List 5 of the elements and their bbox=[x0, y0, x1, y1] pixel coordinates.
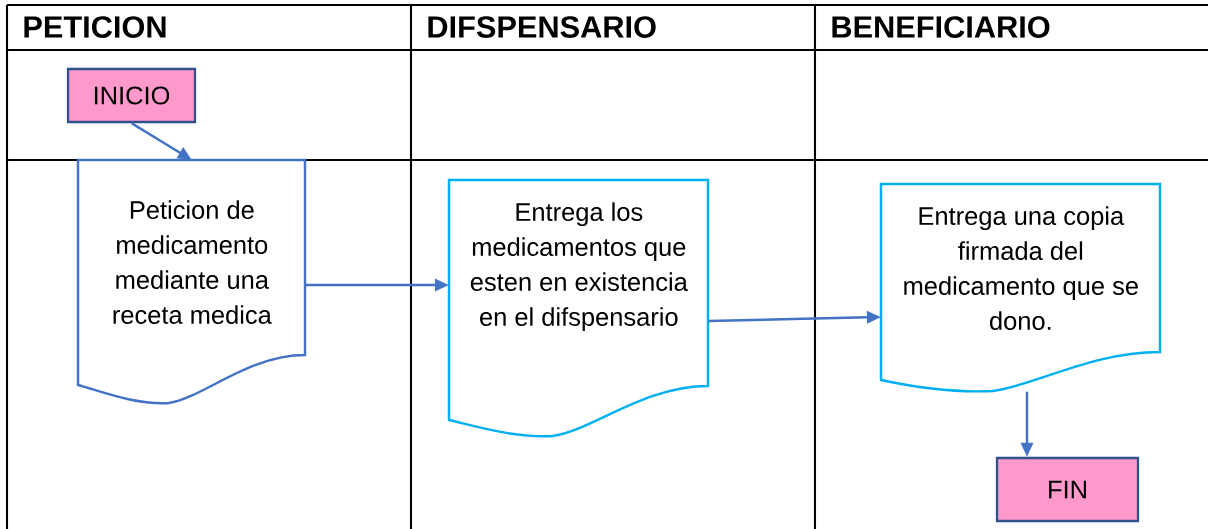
column-header: DIFSPENSARIO bbox=[428, 16, 656, 38]
column-header: PETICION bbox=[24, 16, 166, 38]
column-header: BENEFICIARIO bbox=[832, 16, 1050, 38]
terminal-box: FIN bbox=[995, 456, 1140, 523]
terminal-box: INICIO bbox=[66, 67, 197, 124]
